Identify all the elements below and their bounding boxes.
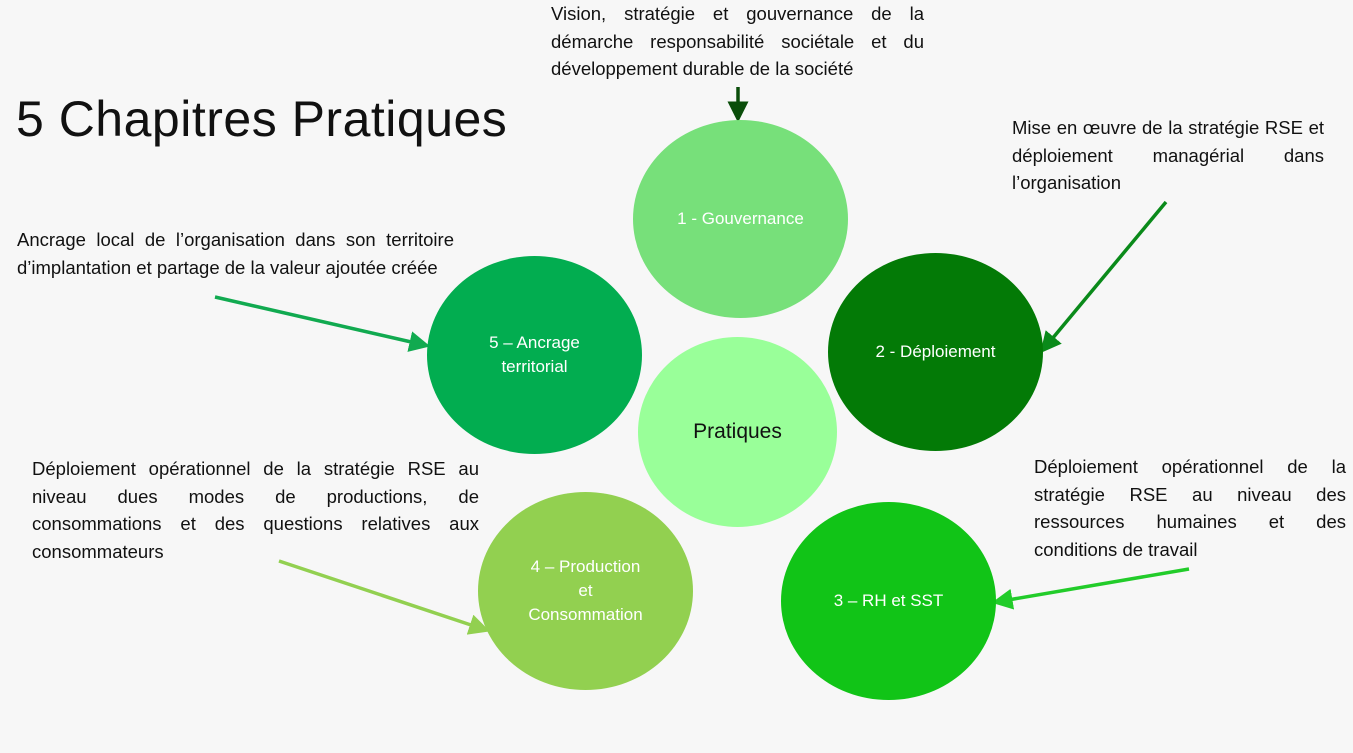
circle-gouvernance: 1 - Gouvernance — [633, 120, 848, 318]
center-circle: Pratiques — [638, 337, 837, 527]
circle-label-rh-sst: 3 – RH et SST — [833, 591, 944, 610]
description-rh-sst: Déploiement opérationnel de la stratégie… — [1034, 456, 1346, 560]
arrow-production-consommation — [278, 559, 490, 635]
arrow-ancrage-territorial — [214, 295, 431, 352]
page-title: 5 Chapitres Pratiques — [16, 91, 508, 147]
circle-label-deploiement: 2 - Déploiement — [875, 342, 996, 361]
arrow-deploiement — [1040, 200, 1168, 354]
description-ancrage-territorial: Ancrage local de l’organisation dans son… — [17, 229, 454, 278]
circle-ancrage-territorial: 5 – Ancrage territorial — [427, 256, 642, 454]
description-gouvernance: Vision, stratégie et gouvernance de la d… — [551, 3, 924, 79]
circle-deploiement: 2 - Déploiement — [828, 253, 1043, 451]
circle-rh-sst: 3 – RH et SST — [781, 502, 996, 700]
circle-label-gouvernance: 1 - Gouvernance — [677, 209, 804, 228]
description-deploiement: Mise en œuvre de la stratégie RSE et dép… — [1012, 117, 1324, 193]
circle-label-ancrage-territorial: 5 – Ancrage territorial — [489, 333, 580, 376]
description-production-consommation: Déploiement opérationnel de la stratégie… — [32, 458, 479, 562]
circle-production-consommation: 4 – Production et Consommation — [478, 492, 693, 690]
circle-label-production-consommation: 4 – Production et Consommation — [528, 557, 643, 624]
arrow-rh-sst — [991, 567, 1190, 610]
center-label: Pratiques — [693, 420, 782, 443]
